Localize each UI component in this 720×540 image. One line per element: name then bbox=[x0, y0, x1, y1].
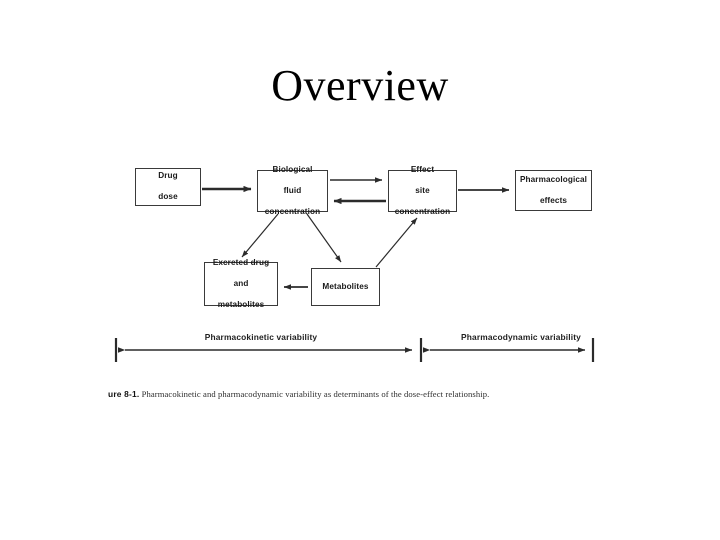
diagram-connectors bbox=[114, 177, 595, 362]
node-biological-fluid-line3: concentration bbox=[264, 206, 321, 216]
node-drug-dose-line1: Drug bbox=[158, 171, 178, 181]
pharmacokinetic-variability-label: Pharmacokinetic variability bbox=[204, 332, 318, 342]
node-drug-dose: Drug dose bbox=[135, 168, 201, 206]
node-pharm-effects-line1: Pharmacological bbox=[519, 174, 588, 184]
node-effect-site-line1: Effect bbox=[410, 164, 435, 174]
figure-caption: ure 8-1. Pharmacokinetic and pharmacodyn… bbox=[108, 389, 608, 400]
node-excreted-drug-and-metabolites: Excreted drug and metabolites bbox=[204, 258, 278, 309]
node-pharmacological-effects: Pharmacological effects bbox=[515, 170, 592, 211]
figure-image: Drug dose Biological fluid concentration… bbox=[100, 150, 620, 412]
node-metabolites: Metabolites bbox=[311, 268, 380, 306]
node-pharm-effects-line2: effects bbox=[539, 195, 568, 205]
node-excreted-line2: and bbox=[233, 278, 249, 288]
node-biological-fluid-line2: fluid bbox=[283, 185, 302, 195]
arrow-metabolites-to-effect bbox=[375, 217, 418, 268]
figure-caption-number: ure 8-1. bbox=[108, 389, 140, 399]
arrow-fluid-to-excreted bbox=[241, 213, 279, 258]
node-effect-site-line2: site bbox=[415, 185, 430, 195]
node-excreted-line1: Excreted drug bbox=[212, 257, 270, 267]
node-effect-site-concentration: Effect site concentration bbox=[388, 165, 457, 216]
node-effect-site-line3: concentration bbox=[394, 206, 451, 216]
pharmacodynamic-variability-label: Pharmacodynamic variability bbox=[461, 332, 581, 342]
arrow-fluid-to-metabolites bbox=[306, 213, 342, 263]
figure-caption-text: Pharmacokinetic and pharmacodynamic vari… bbox=[141, 389, 490, 399]
variability-indicators bbox=[114, 338, 595, 362]
node-drug-dose-line2: dose bbox=[158, 192, 178, 202]
node-metabolites-line1: Metabolites bbox=[322, 281, 369, 291]
page-title: Overview bbox=[271, 61, 449, 110]
node-biological-fluid-line1: Biological bbox=[272, 164, 313, 174]
node-biological-fluid-concentration: Biological fluid concentration bbox=[257, 165, 328, 216]
node-excreted-line3: metabolites bbox=[217, 299, 265, 309]
